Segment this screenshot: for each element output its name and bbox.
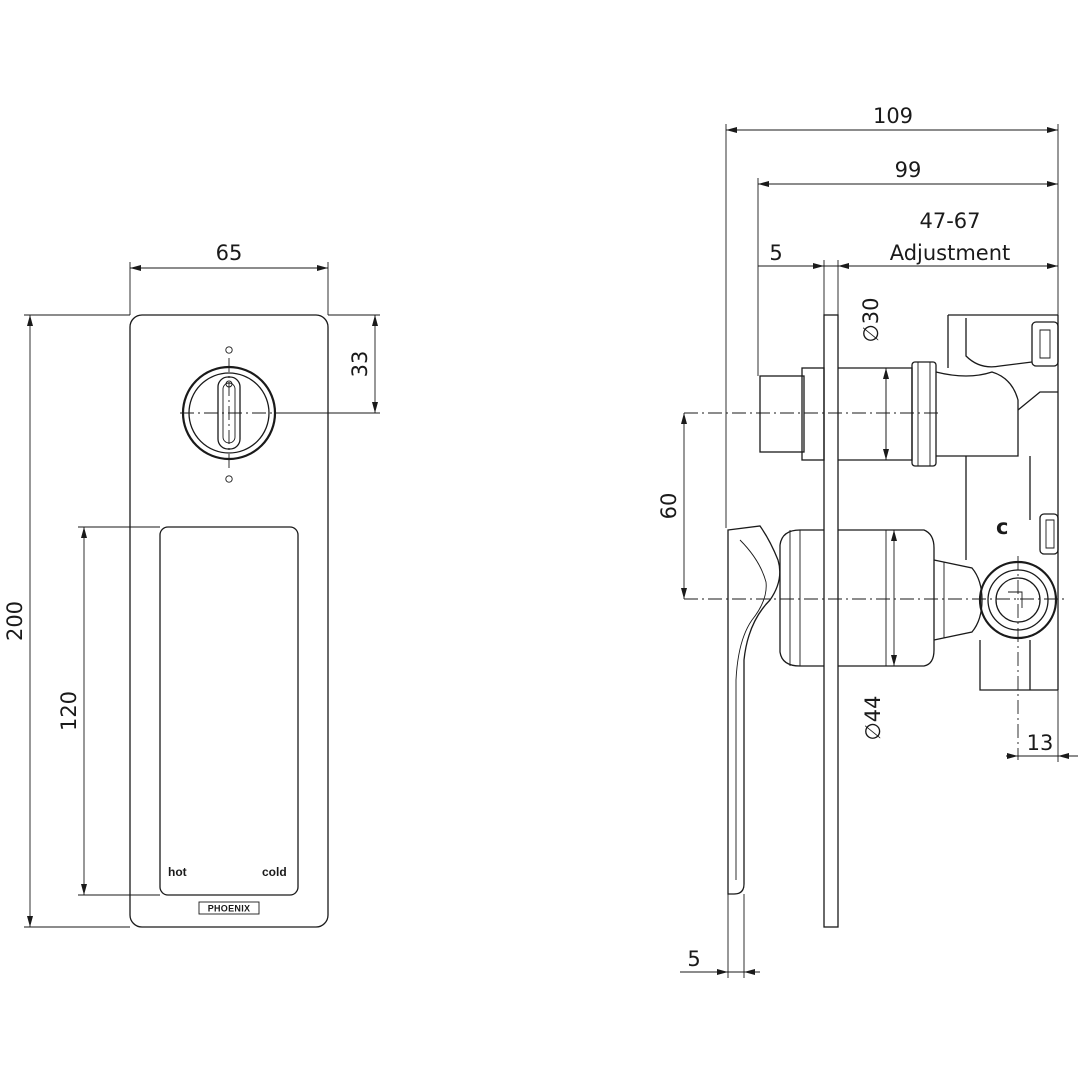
- svg-text:5: 5: [769, 241, 782, 265]
- side-plate: [823, 314, 839, 928]
- diverter-spindle: [759, 361, 1019, 467]
- dim-inlet-offset-13: 13: [1006, 690, 1078, 762]
- svg-text:200: 200: [3, 601, 27, 641]
- front-view: hot cold PHOENIX 65 200: [3, 241, 380, 928]
- dim-panel-height-120: 120: [57, 526, 160, 896]
- svg-text:47-67: 47-67: [919, 209, 980, 233]
- dim-depth-99: 99: [757, 158, 1058, 376]
- mixer-cartridge: [779, 529, 983, 667]
- svg-text:∅30: ∅30: [859, 297, 883, 342]
- cold-marker: c: [996, 515, 1008, 539]
- dim-width-65: 65: [129, 241, 329, 315]
- dim-diameter-44: ∅44: [861, 530, 897, 741]
- svg-text:∅44: ∅44: [861, 695, 885, 740]
- svg-text:Adjustment: Adjustment: [890, 241, 1011, 265]
- dim-height-200: 200: [3, 314, 130, 928]
- brand-label: PHOENIX: [208, 904, 251, 914]
- diverter-knob: [180, 346, 278, 483]
- side-view: c: [657, 104, 1078, 978]
- svg-text:13: 13: [1027, 731, 1054, 755]
- svg-text:33: 33: [348, 351, 372, 378]
- dim-lever-thickness-5: 5: [680, 894, 760, 978]
- svg-text:65: 65: [216, 241, 243, 265]
- dim-adjustment: 5 47-67 Adjustment: [758, 209, 1058, 315]
- svg-text:60: 60: [657, 493, 681, 520]
- cover-plate: [129, 314, 329, 928]
- lever-handle: [727, 525, 781, 895]
- hot-label: hot: [168, 865, 187, 879]
- lever-panel: [159, 526, 299, 896]
- svg-text:120: 120: [57, 691, 81, 731]
- svg-text:5: 5: [687, 947, 700, 971]
- inlet-fitting: [978, 556, 1058, 760]
- dim-knob-offset-33: 33: [278, 314, 380, 414]
- dim-axis-spacing-60: 60: [657, 413, 687, 599]
- dim-diameter-30: ∅30: [859, 297, 889, 460]
- svg-text:99: 99: [895, 158, 922, 182]
- brand-badge: [198, 901, 260, 915]
- dim-depth-109: 109: [725, 104, 1059, 528]
- valve-body: [947, 314, 1059, 691]
- svg-text:109: 109: [873, 104, 913, 128]
- cold-label: cold: [262, 865, 287, 879]
